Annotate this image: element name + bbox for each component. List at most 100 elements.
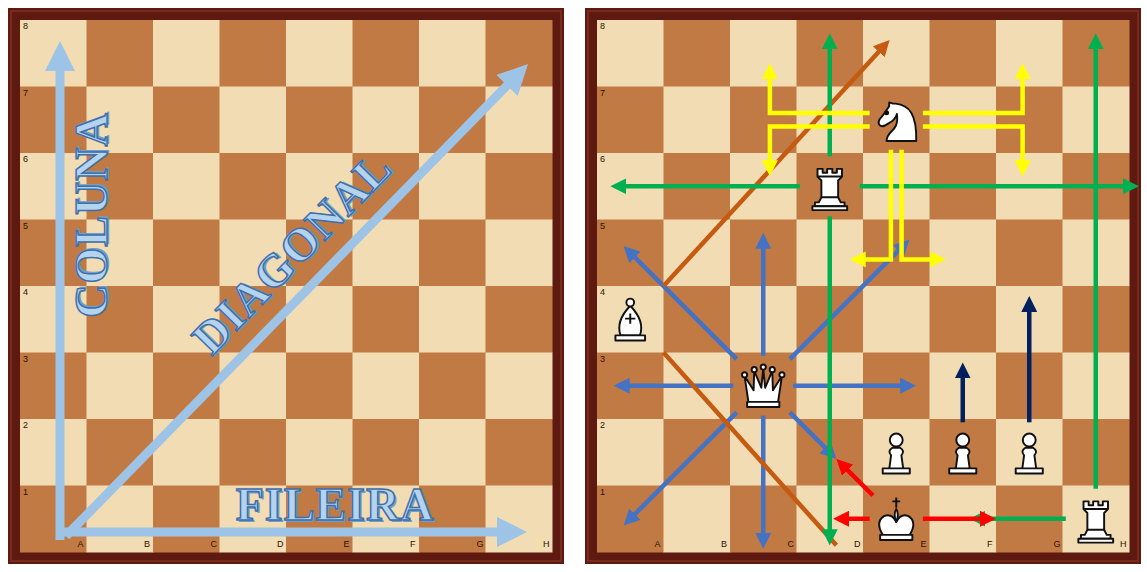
knight-move-arrow (923, 126, 1023, 165)
axis-label: FILEIRA (236, 482, 435, 528)
piece-part (619, 306, 641, 336)
king-move-arrow (923, 517, 985, 522)
rook-move-arrow (1094, 45, 1099, 489)
file-letter: H (1120, 540, 1127, 549)
board-square (353, 20, 420, 87)
board-square (486, 220, 553, 287)
queen-move-arrow (625, 384, 734, 389)
king-move-arrow (844, 467, 873, 496)
piece-part (956, 434, 969, 447)
bishop-move-arrow (664, 48, 883, 286)
piece-part (742, 372, 747, 377)
piece-part (1078, 539, 1113, 543)
rook-piece (1078, 501, 1113, 542)
king-move-arrow (844, 517, 869, 522)
bishop-piece (615, 299, 645, 341)
rank-number: 2 (23, 421, 28, 430)
rook-move-arrow (828, 45, 833, 157)
board-square (486, 419, 553, 486)
diagonal-arrow (66, 79, 513, 536)
board-square (353, 286, 420, 353)
rank-number: 1 (23, 488, 28, 497)
board-square (486, 486, 553, 553)
file-letter: C (211, 540, 218, 549)
rank-number: 5 (600, 222, 605, 231)
chess-board (585, 8, 1141, 564)
piece-part (889, 448, 903, 470)
board-square (930, 87, 997, 154)
file-letter: F (410, 540, 416, 549)
board-square (930, 419, 997, 486)
board-square (486, 286, 553, 353)
rank-number: 6 (600, 155, 605, 164)
file-letter: F (987, 540, 993, 549)
pawn-move-arrow (961, 374, 966, 423)
board-square (863, 20, 930, 87)
piece-part (1016, 468, 1043, 473)
chess-board (8, 8, 564, 564)
rank-number: 3 (23, 355, 28, 364)
axis-label: DIAGONAL (184, 144, 399, 363)
piece-part (1084, 509, 1108, 530)
rook-move-arrow (828, 216, 833, 534)
board-square (664, 20, 731, 87)
piece-part (818, 177, 842, 198)
piece-part (892, 497, 900, 507)
rook-piece (812, 169, 847, 210)
piece-part (779, 372, 784, 377)
knight-move-arrow (770, 126, 870, 165)
board-square (486, 353, 553, 420)
file-letter: A (78, 540, 84, 549)
piece-part (1081, 501, 1111, 538)
knight-move-arrow (902, 150, 935, 260)
piece-part (895, 509, 898, 522)
board-square (20, 353, 87, 420)
board-square (220, 20, 287, 87)
rook-move-arrow (981, 517, 1066, 522)
rank-number: 3 (600, 355, 605, 364)
pawn-move-arrow (1027, 307, 1032, 422)
board-square (153, 87, 220, 154)
board-square (486, 20, 553, 87)
file-letter: D (854, 540, 861, 549)
board-square (930, 220, 997, 287)
piece-part (761, 364, 766, 369)
board-square (486, 153, 553, 220)
board-square (286, 87, 353, 154)
rank-number: 1 (600, 488, 605, 497)
board-square (353, 419, 420, 486)
board-square (20, 419, 87, 486)
piece-part (815, 169, 845, 206)
board-frame-edge (11, 11, 561, 561)
board-square (996, 20, 1063, 87)
board-square (664, 486, 731, 553)
file-letter: D (277, 540, 284, 549)
board-square (797, 153, 864, 220)
queen-move-arrow (761, 416, 766, 538)
board-square (20, 20, 87, 87)
file-letter: A (655, 540, 661, 549)
board-square (419, 20, 486, 87)
board-square (286, 419, 353, 486)
knight-move-arrow (770, 74, 870, 113)
board-square (87, 353, 154, 420)
piece-part (770, 367, 775, 372)
piece-part (883, 468, 910, 473)
file-letter: C (788, 540, 795, 549)
rank-number: 4 (23, 288, 28, 297)
column-arrow (56, 62, 65, 540)
rank-number: 5 (23, 222, 28, 231)
piece-part (880, 535, 912, 540)
pawn-piece (1016, 434, 1043, 474)
bishop-move-line (664, 353, 837, 546)
board-square (730, 87, 797, 154)
board-square (419, 353, 486, 420)
board-square (597, 20, 664, 87)
board-square (419, 286, 486, 353)
file-letter: E (344, 540, 350, 549)
piece-part (885, 111, 888, 114)
board-square (153, 486, 220, 553)
